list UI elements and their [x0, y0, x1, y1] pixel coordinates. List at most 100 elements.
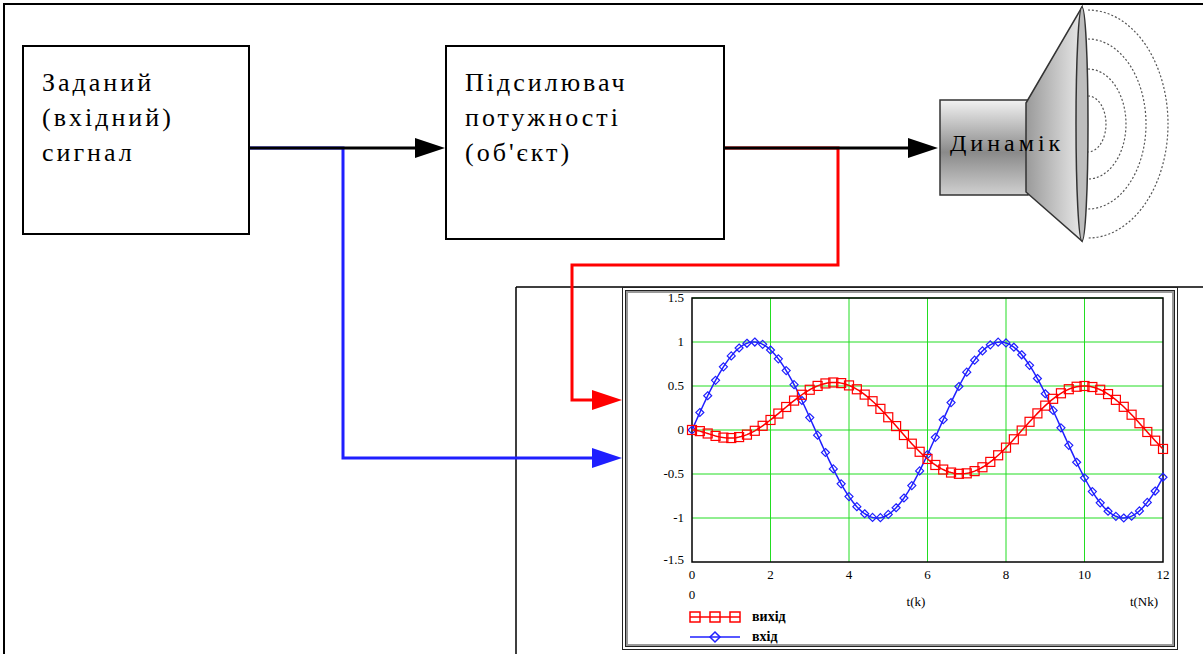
input-marker — [939, 416, 947, 424]
y-tick-label: -1 — [673, 511, 684, 525]
y-tick-label: 1.5 — [668, 291, 684, 305]
input-marker — [1002, 339, 1010, 347]
input-marker — [869, 513, 877, 521]
legend-marker — [730, 612, 740, 622]
chart-panel: t(k) t(Nk) — [622, 287, 1178, 650]
chart-plot — [688, 298, 1168, 642]
input-marker — [806, 414, 814, 422]
plot-ground — [692, 298, 1163, 562]
output-marker — [1151, 436, 1160, 445]
output-marker — [876, 404, 885, 413]
output-marker — [1159, 444, 1168, 453]
input-marker — [821, 448, 829, 456]
input-marker — [1151, 487, 1159, 495]
input-marker — [1057, 424, 1065, 432]
input-marker — [892, 504, 900, 512]
input-marker — [829, 465, 837, 473]
node-text: Заданий (вхідний) сигнал — [42, 65, 234, 170]
input-marker — [1128, 512, 1136, 520]
input-marker — [759, 340, 767, 348]
input-marker — [845, 493, 853, 501]
input-marker — [931, 433, 939, 441]
output-marker — [1143, 427, 1152, 436]
input-marker — [963, 368, 971, 376]
input-marker — [704, 392, 712, 400]
speaker-outline — [938, 5, 1173, 243]
x-tick-label: 8 — [1003, 568, 1010, 582]
legend-marker — [710, 632, 720, 642]
input-marker — [735, 344, 743, 352]
y-tick-label: -1.5 — [663, 553, 684, 567]
input-marker — [994, 338, 1002, 346]
legend-text: вхід — [752, 629, 778, 644]
input-marker — [743, 339, 751, 347]
input-marker — [727, 352, 735, 360]
input-marker — [712, 376, 720, 384]
output-markers — [688, 378, 1168, 478]
axis-title: t(k) — [907, 594, 926, 610]
plot-border — [692, 298, 1163, 562]
input-marker — [1088, 488, 1096, 496]
legend-samples — [690, 612, 740, 642]
sound-wave — [1088, 96, 1106, 152]
grid-line — [692, 342, 1163, 343]
speaker-rim — [1076, 7, 1088, 241]
input-marker — [978, 347, 986, 355]
input-marker — [837, 480, 845, 488]
output-marker — [884, 413, 893, 422]
input-marker — [782, 367, 790, 375]
input-marker — [955, 383, 963, 391]
input-marker — [1096, 499, 1104, 507]
input-marker — [751, 338, 759, 346]
input-marker — [1018, 351, 1026, 359]
speaker-icon: Динамік — [938, 5, 1173, 243]
input-marker — [814, 431, 822, 439]
input-marker — [853, 503, 861, 511]
x-tick-label: 10 — [1078, 568, 1091, 582]
x-tick-label: 4 — [846, 568, 853, 582]
output-curve — [692, 382, 1163, 473]
input-marker — [719, 363, 727, 371]
output-marker — [1127, 410, 1136, 419]
input-marker — [1073, 458, 1081, 466]
x-tick-label: 2 — [767, 568, 774, 582]
grid-line — [692, 518, 1163, 519]
signal-box: Заданий (вхідний) сигнал — [22, 45, 250, 235]
y-tick-label: 0.5 — [668, 379, 684, 393]
input-marker — [1135, 507, 1143, 515]
input-marker — [1065, 441, 1073, 449]
output-marker — [899, 431, 908, 440]
y-tick-label: 0 — [678, 423, 685, 437]
output-marker — [1002, 443, 1011, 452]
input-marker — [1033, 375, 1041, 383]
legend-line — [690, 636, 740, 638]
output-marker — [892, 422, 901, 431]
axis-title: t(Nk) — [1130, 594, 1158, 610]
node-text: Динамік — [950, 130, 1064, 157]
input-marker — [971, 356, 979, 364]
sound-wave — [1088, 69, 1126, 179]
input-marker — [908, 482, 916, 490]
grid-line — [692, 474, 1163, 475]
input-marker — [1026, 361, 1034, 369]
input-marker — [876, 514, 884, 522]
input-marker — [947, 399, 955, 407]
input-marker — [1104, 507, 1112, 515]
output-marker — [1009, 435, 1018, 444]
x-tick-label: 12 — [1157, 568, 1170, 582]
input-marker — [767, 346, 775, 354]
legend-line — [690, 616, 740, 618]
input-marker — [1112, 512, 1120, 520]
x-tick-label: 0 — [689, 588, 696, 602]
legend-marker — [710, 612, 720, 622]
amplifier-box: Підсилювач потужності (об'єкт) — [445, 45, 725, 240]
node-text: Підсилювач потужності (об'єкт) — [465, 65, 709, 170]
sound-wave — [1088, 39, 1146, 209]
x-tick-label: 0 — [689, 568, 696, 582]
legend-text: вихід — [752, 609, 786, 624]
outer-frame — [4, 4, 1203, 654]
input-marker — [1081, 474, 1089, 482]
input-marker — [900, 494, 908, 502]
y-tick-label: -0.5 — [663, 467, 684, 481]
output-marker — [1025, 417, 1034, 426]
